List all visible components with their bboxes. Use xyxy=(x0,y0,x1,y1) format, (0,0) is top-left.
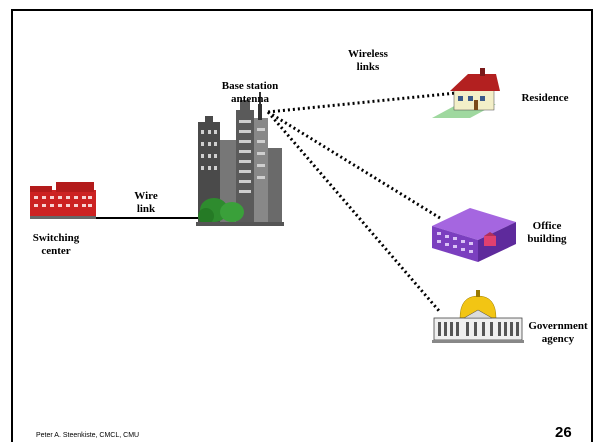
base-station-label-line1: Base station xyxy=(221,80,279,92)
footer-author: Peter A. Steenkiste, CMCL, CMU xyxy=(36,432,140,439)
base-station-label-line2: antenna xyxy=(231,93,269,105)
wireless-link-residence xyxy=(267,91,457,114)
wire-link-label: Wire link xyxy=(128,190,164,216)
wireless-links-label-line2: links xyxy=(356,61,380,73)
government-agency-label: Government agency xyxy=(522,320,594,346)
government-agency-label-line1: Government xyxy=(528,320,588,332)
wireless-link-government xyxy=(266,111,442,313)
office-building-label-line1: Office xyxy=(532,220,562,232)
base-station-label: Base station antenna xyxy=(208,80,292,106)
residence-icon xyxy=(432,68,500,118)
switching-center-label: Switching center xyxy=(26,232,86,258)
switching-center-icon xyxy=(30,182,96,219)
residence-label-line1: Residence xyxy=(521,92,569,104)
wireless-link-office xyxy=(267,110,441,220)
office-building-label: Office building xyxy=(522,220,572,246)
wireless-links-label-line1: Wireless xyxy=(348,48,388,60)
wireless-links-label: Wireless links xyxy=(340,48,396,74)
residence-label: Residence xyxy=(510,92,580,105)
government-agency-label-line2: agency xyxy=(541,333,575,345)
page-number: 26 xyxy=(555,424,572,441)
wire-link-label-line2: link xyxy=(136,203,156,215)
wire-link-label-line1: Wire xyxy=(134,190,158,202)
switching-center-label-line2: center xyxy=(41,245,71,257)
slide-frame xyxy=(11,9,593,442)
office-building-label-line2: building xyxy=(527,233,567,245)
government-agency-icon xyxy=(432,290,524,343)
office-building-icon xyxy=(432,208,516,262)
base-station-antenna-icon xyxy=(196,92,284,226)
switching-center-label-line1: Switching xyxy=(32,232,80,244)
